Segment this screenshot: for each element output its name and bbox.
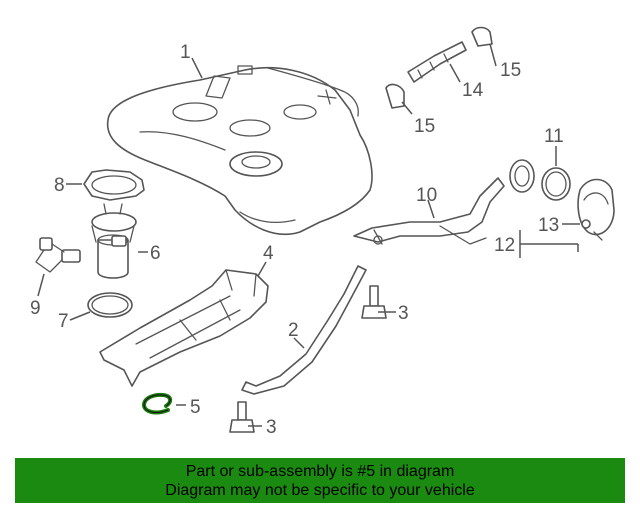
callout-2: 2 bbox=[288, 320, 299, 341]
bolt-lower[interactable] bbox=[229, 401, 255, 433]
tank-strap[interactable] bbox=[241, 265, 367, 395]
banner-line-1: Part or sub-assembly is #5 in diagram bbox=[185, 463, 455, 480]
hose-clamp-upper[interactable] bbox=[471, 26, 493, 47]
callout-10: 10 bbox=[416, 185, 437, 206]
callout-11: 11 bbox=[544, 126, 564, 147]
highlighted-clip[interactable] bbox=[141, 392, 173, 415]
callout-4: 4 bbox=[263, 243, 274, 264]
callout-14: 14 bbox=[462, 80, 484, 101]
lock-ring[interactable] bbox=[83, 169, 145, 201]
callout-3-upper: 3 bbox=[398, 303, 409, 324]
parts-diagram: 1 8 6 7 9 4 2 3 5 3 10 11 12 13 14 15 15 bbox=[30, 26, 615, 438]
gasket[interactable] bbox=[87, 292, 133, 318]
callout-15-lower: 15 bbox=[414, 116, 435, 137]
callout-13: 13 bbox=[538, 215, 559, 236]
callout-9: 9 bbox=[30, 298, 41, 319]
leader-lines bbox=[37, 43, 580, 427]
fuel-pump-module[interactable] bbox=[91, 203, 137, 279]
callout-5: 5 bbox=[190, 397, 201, 418]
vent-hose[interactable] bbox=[407, 41, 467, 83]
callout-3-lower: 3 bbox=[266, 417, 277, 438]
hose-clamp-lower[interactable] bbox=[385, 83, 405, 109]
fuel-level-sensor[interactable] bbox=[35, 237, 81, 273]
bolt-upper[interactable] bbox=[361, 285, 387, 319]
banner-line-2: Diagram may not be specific to your vehi… bbox=[165, 482, 475, 499]
info-banner: Part or sub-assembly is #5 in diagram Di… bbox=[15, 458, 625, 503]
filler-neck[interactable] bbox=[509, 159, 535, 193]
callout-12: 12 bbox=[494, 235, 515, 256]
fuel-door-grommet[interactable] bbox=[581, 219, 603, 241]
filler-tube[interactable] bbox=[353, 177, 505, 245]
callout-6: 6 bbox=[150, 243, 161, 264]
fuel-tank[interactable] bbox=[106, 65, 373, 236]
callout-8: 8 bbox=[54, 175, 65, 196]
heat-shield[interactable] bbox=[99, 269, 269, 387]
callout-1: 1 bbox=[180, 42, 191, 63]
filler-neck-seal[interactable] bbox=[541, 167, 571, 201]
callout-7: 7 bbox=[58, 311, 69, 332]
callout-15-upper: 15 bbox=[500, 60, 521, 81]
